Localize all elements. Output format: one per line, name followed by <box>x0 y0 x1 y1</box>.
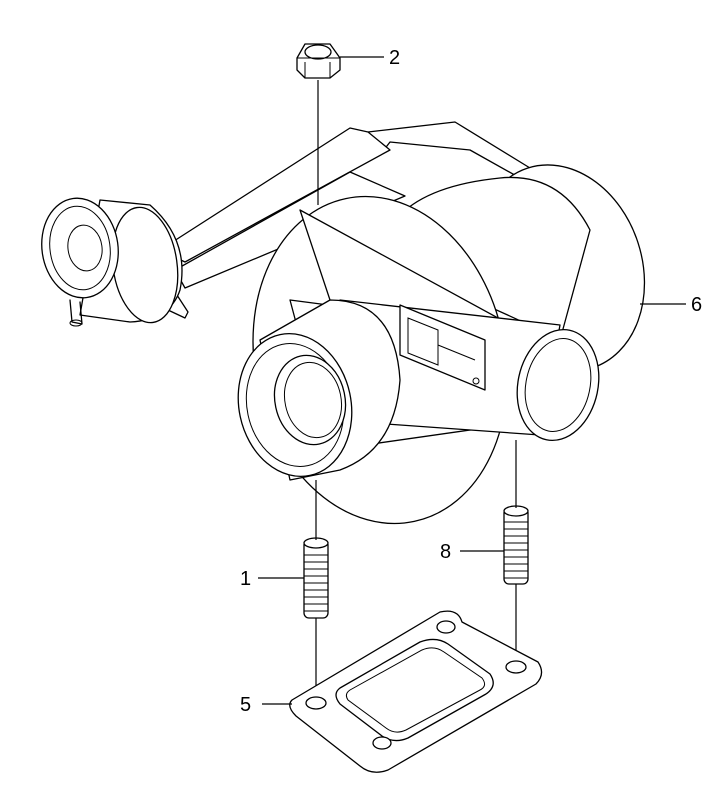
turbine-inlet <box>237 299 401 481</box>
callout-8: 8 <box>440 541 451 563</box>
stud-8 <box>503 505 529 585</box>
flange-gasket <box>289 610 543 773</box>
hex-nut <box>296 43 341 79</box>
wastegate-actuator <box>41 197 183 327</box>
callout-5: 5 <box>240 694 251 716</box>
compressor-housing <box>398 164 646 372</box>
callout-1: 1 <box>240 568 251 590</box>
stud-1 <box>303 537 329 619</box>
callout-2: 2 <box>389 47 400 69</box>
callout-6: 6 <box>691 294 702 316</box>
leader-lines <box>258 56 686 705</box>
